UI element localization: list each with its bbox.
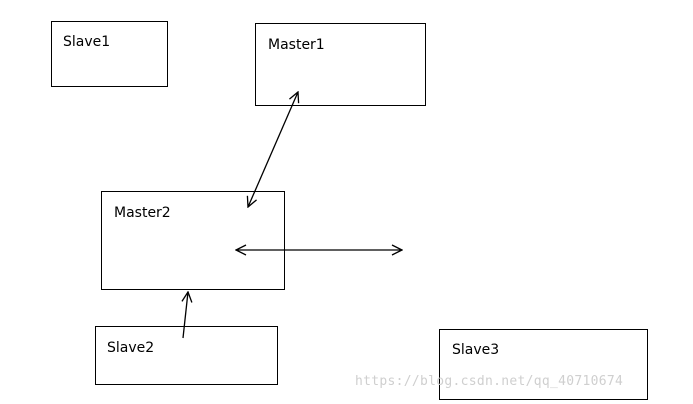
node-slave3-box: [439, 329, 648, 400]
node-slave2-box: [95, 326, 278, 385]
watermark-url: https://blog.csdn.net/qq_40710674: [355, 374, 624, 389]
node-master1: Master1: [255, 23, 426, 106]
edge-slave2-master2-arrow: [183, 292, 188, 339]
node-slave1: Slave1: [51, 21, 168, 87]
node-slave3-label: Slave3: [452, 342, 499, 358]
node-master2-label: Master2: [114, 205, 171, 221]
node-slave1-box: [51, 21, 168, 87]
node-slave2-label: Slave2: [107, 340, 154, 356]
node-master1-label: Master1: [268, 37, 325, 53]
node-slave2: Slave2: [95, 326, 278, 385]
node-master2: Master2: [101, 191, 285, 290]
edge-master1-master2-arrow: [248, 92, 298, 207]
node-slave1-label: Slave1: [63, 34, 110, 50]
node-slave3: Slave3: [439, 329, 648, 400]
node-master1-box: [255, 23, 426, 106]
